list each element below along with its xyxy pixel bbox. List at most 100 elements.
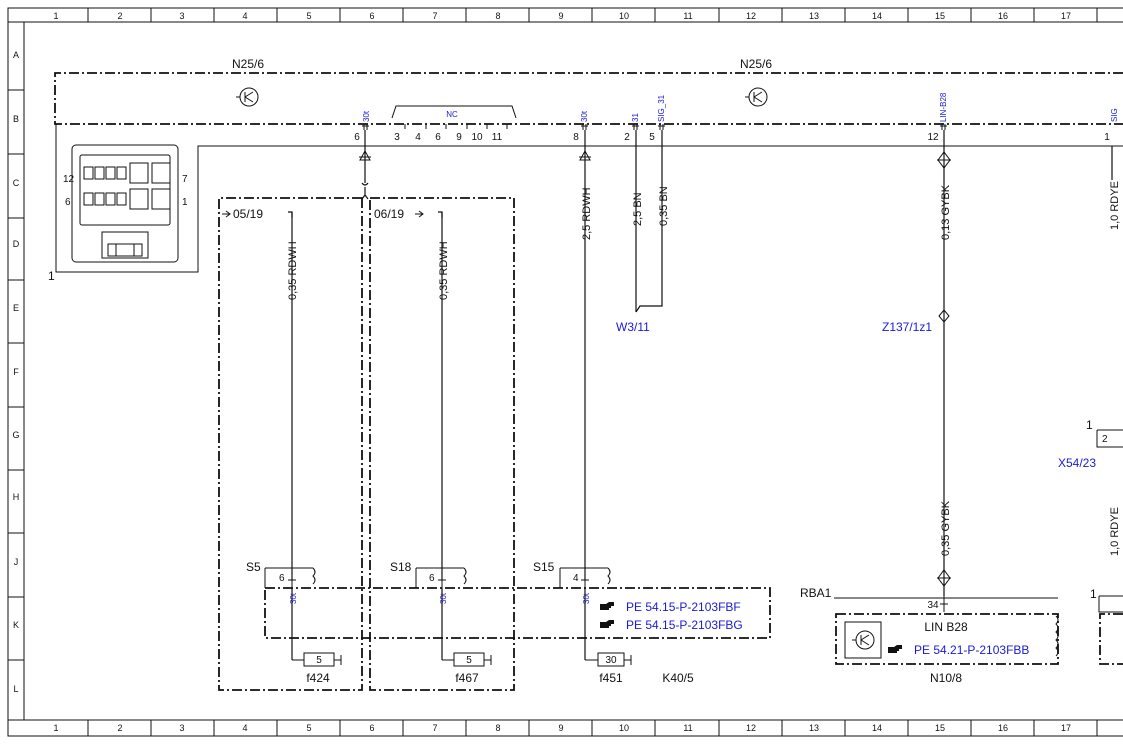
connector-cavity — [83, 166, 94, 180]
pin-number: 1 — [1104, 132, 1110, 143]
wire-label: 2,5 BN — [632, 192, 644, 226]
grid-col-label: 5 — [306, 723, 311, 733]
link-pe-54-21-fbb[interactable]: PE 54.21-P-2103FBB — [914, 643, 1029, 657]
grid-row-label: D — [13, 239, 20, 249]
module-label-lin-b28: LIN B28 — [924, 620, 968, 634]
right-edge-partial: 1,0 RDYE 1,0 RDYE 1 2 X54/23 1 — [1058, 146, 1123, 665]
control-unit-icon — [852, 630, 875, 650]
grid-col-label: 6 — [369, 723, 374, 733]
grid-col-label: 4 — [242, 11, 247, 21]
x54-pin2: 2 — [1102, 434, 1108, 445]
connector-cavity-large — [151, 162, 171, 184]
connector-cavity — [116, 166, 127, 180]
right-edge-pin: 1 — [1090, 587, 1097, 601]
control-unit-icon — [236, 87, 259, 107]
pin-tag: SIG_31 — [657, 94, 666, 122]
ground-label-w3-11[interactable]: W3/11 — [616, 320, 650, 334]
grid-rows: A B C D E F G H J K L — [12, 50, 19, 694]
grid-row-label: G — [12, 430, 19, 440]
pin-number: 4 — [415, 132, 421, 143]
switch-label-s15: S15 — [533, 560, 555, 574]
grid-col-label: 3 — [179, 11, 184, 21]
control-unit-icon — [745, 87, 768, 107]
grid-columns-bottom: 1 2 3 4 5 6 7 8 9 10 11 12 13 14 15 16 1… — [53, 723, 1071, 733]
pin-tag: LIN-B28 — [939, 92, 948, 122]
grid-col-label: 7 — [432, 723, 437, 733]
connector-cavity — [105, 166, 116, 180]
wire-pin8: 2,5 RDWH — [579, 130, 593, 580]
grid-col-label: 15 — [935, 11, 945, 21]
wire-label: 2,5 RDWH — [581, 187, 593, 240]
pin-number: 8 — [573, 132, 579, 143]
pin-number: 6 — [435, 132, 441, 143]
wire-label: 1,0 RDYE — [1109, 507, 1121, 556]
grid-row-label: F — [13, 367, 19, 377]
connector-cavity-large — [151, 188, 171, 210]
pointing-hand-icon — [888, 645, 902, 653]
grid-col-label: 2 — [117, 723, 122, 733]
connector-cavity — [83, 192, 94, 206]
pin-number: 9 — [456, 132, 462, 143]
connector-cavity-large — [129, 162, 149, 184]
connector-callout: 1 — [48, 269, 55, 283]
grid-col-label: 15 — [935, 723, 945, 733]
fuse-label-f451: f451 — [599, 671, 623, 685]
wire-label: 0,35 RDWH — [287, 241, 299, 300]
grid-col-label: 14 — [872, 723, 882, 733]
wire-label: 0,35 RDWH — [438, 241, 450, 300]
grid-col-label: 3 — [179, 723, 184, 733]
grid-col-label: 14 — [872, 11, 882, 21]
fuse-tag: 30t — [582, 592, 591, 604]
switch-pin: 6 — [279, 573, 285, 584]
module-label-right: N25/6 — [740, 57, 772, 71]
connector-cavity — [116, 192, 127, 206]
x54-pin1: 1 — [1086, 418, 1093, 432]
fuse-box-k40-5: S5 6 S18 6 S15 4 30t 30t 30t 5 5 30 f42 — [246, 560, 771, 685]
nc-label: NC — [446, 110, 458, 119]
module-label-n10-8: N10/8 — [930, 671, 962, 685]
pin-number: 6 — [354, 132, 360, 143]
switch-pin: 6 — [429, 573, 435, 584]
ref-06-19: 06/19 — [374, 207, 404, 221]
grid-row-label: A — [13, 50, 19, 60]
grid-col-label: 1 — [53, 723, 58, 733]
grid-col-label: 13 — [809, 723, 819, 733]
ref-05-19: 05/19 — [233, 207, 263, 221]
grid-col-label: 12 — [746, 11, 756, 21]
pointing-hand-icon — [600, 602, 614, 610]
grid-col-label: 12 — [746, 723, 756, 733]
pin-tag: 30t — [362, 110, 371, 122]
connector-pin: 6 — [65, 197, 71, 208]
group-06-19: 06/19 0,35 RDWH — [369, 197, 515, 691]
module-n25-6: N25/6 N25/6 NC 30t 30t 31 SIG_31 LIN-B28… — [54, 57, 1123, 143]
connector-pin: 12 — [63, 174, 75, 185]
fuse-tag: 30t — [439, 592, 448, 604]
fuse-tag: 30t — [289, 592, 298, 604]
wire-label: 1,0 RDYE — [1109, 181, 1121, 230]
switch-pin: 4 — [573, 573, 579, 584]
grid-col-label: 16 — [998, 11, 1008, 21]
pin-stubs — [362, 124, 947, 130]
connector-label-x54-23[interactable]: X54/23 — [1058, 456, 1096, 470]
grid-row-label: K — [13, 620, 19, 630]
wire-label: 0,13 GYBK — [940, 184, 952, 240]
grid-row-label: C — [13, 178, 20, 188]
grid-row-label: B — [13, 114, 19, 124]
connector-pin: 1 — [182, 197, 188, 208]
wire-label: 0,35 GYBK — [940, 500, 952, 556]
module-label-rba1: RBA1 — [800, 586, 832, 600]
splice-label-z137[interactable]: Z137/1z1 — [882, 320, 932, 334]
grid-row-label: L — [13, 684, 18, 694]
grid-col-label: 1 — [53, 11, 58, 21]
grid-col-label: 10 — [619, 11, 629, 21]
pin-number: 11 — [492, 132, 503, 143]
wire-pin6-splice — [359, 130, 371, 200]
switch-label-s5: S5 — [246, 560, 261, 574]
grid-col-label: 2 — [117, 11, 122, 21]
link-pe-54-15-fbg[interactable]: PE 54.15-P-2103FBG — [626, 618, 743, 632]
pin-tag: 31 — [631, 113, 640, 122]
connector-cavity — [94, 166, 105, 180]
group-05-19: 05/19 0,35 RDWH — [218, 197, 363, 691]
link-pe-54-15-fbf[interactable]: PE 54.15-P-2103FBF — [626, 600, 741, 614]
